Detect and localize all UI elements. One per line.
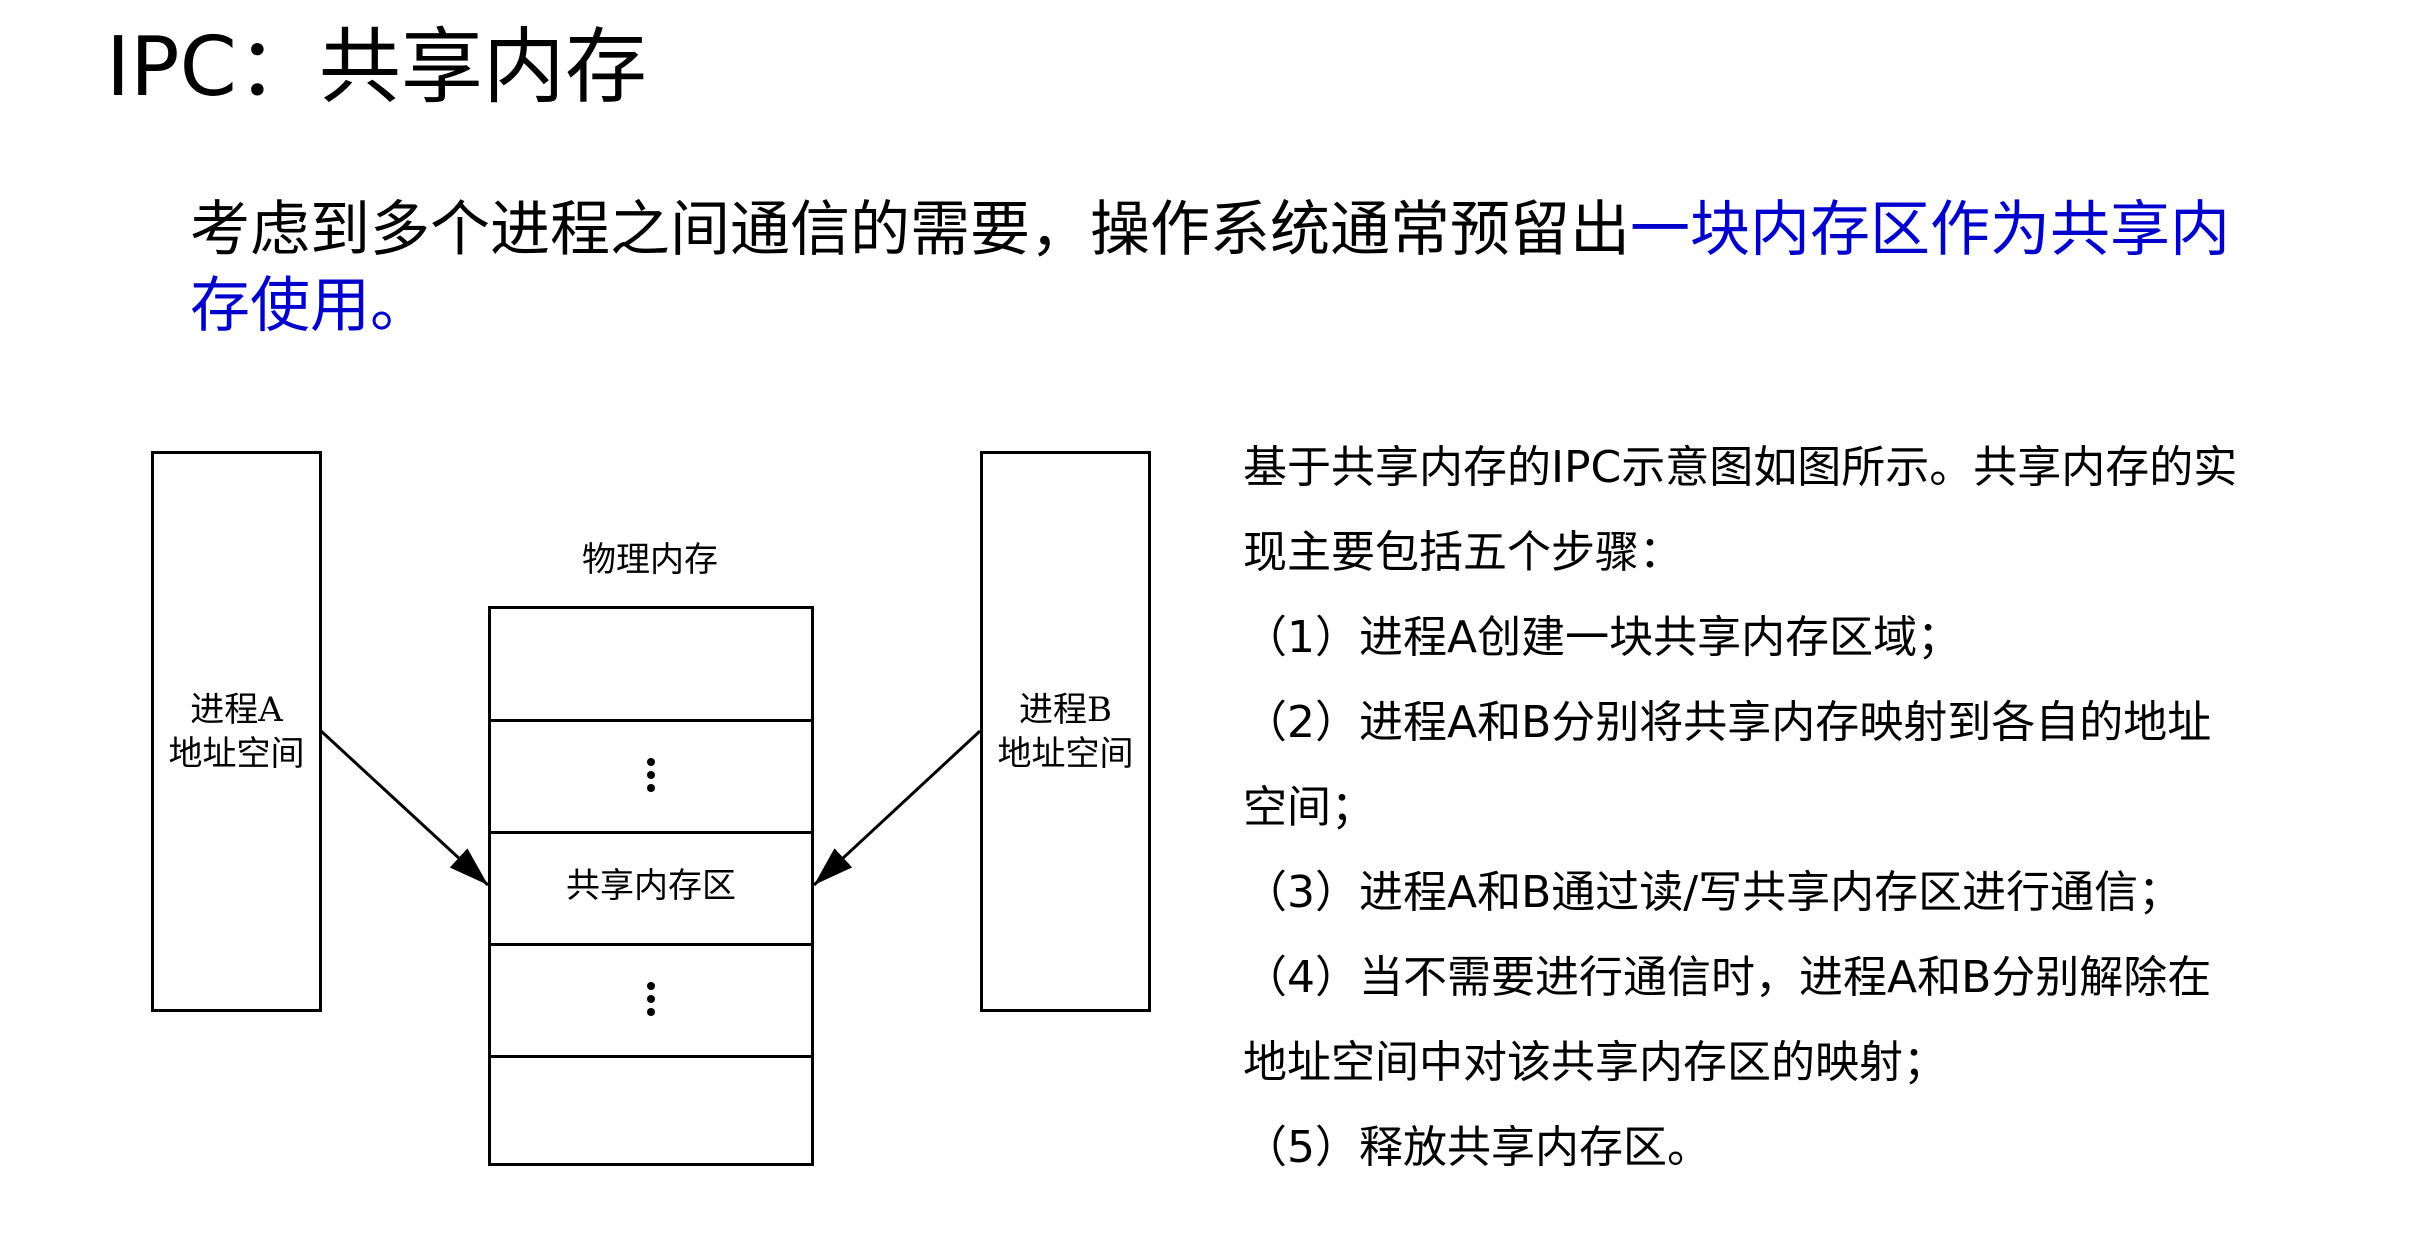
arrow-b-to-shared-icon	[812, 729, 982, 887]
process-a-label-line2: 地址空间	[168, 734, 305, 774]
description-line-1: 基于共享内存的IPC示意图如图所示。共享内存的实	[1243, 442, 2238, 493]
process-b-label-line2: 地址空间	[997, 734, 1134, 774]
ellipsis-icon	[647, 982, 655, 1021]
step-3: （3）进程A和B通过读/写共享内存区进行通信；	[1243, 867, 2183, 918]
physical-memory-column: 共享内存区	[488, 606, 814, 1166]
process-a-address-space: 进程A 地址空间	[151, 451, 322, 1012]
intro-line-2: 存使用。	[190, 271, 430, 341]
step-1: （1）进程A创建一块共享内存区域；	[1243, 612, 1962, 663]
step-2: （2）进程A和B分别将共享内存映射到各自的地址	[1243, 697, 2212, 748]
description-line-2: 现主要包括五个步骤：	[1243, 527, 1683, 578]
slide-title: IPC：共享内存	[106, 20, 647, 115]
ellipsis-icon	[647, 758, 655, 797]
step-4: （4）当不需要进行通信时，进程A和B分别解除在	[1243, 952, 2212, 1003]
shared-memory-region: 共享内存区	[491, 831, 811, 943]
intro-line-1: 考虑到多个进程之间通信的需要，操作系统通常预留出一块内存区作为共享内	[190, 192, 2230, 268]
arrow-a-to-shared-icon	[319, 729, 490, 887]
intro-highlight: 一块内存区作为共享内	[1630, 195, 2230, 265]
memory-row-2	[491, 719, 811, 831]
process-a-label: 进程A 地址空间	[154, 688, 319, 776]
step-2-continued: 空间；	[1243, 782, 1375, 833]
memory-row-5	[491, 1055, 811, 1166]
process-a-label-line1: 进程A	[190, 690, 283, 730]
shared-memory-region-label: 共享内存区	[566, 866, 736, 906]
step-4-continued: 地址空间中对该共享内存区的映射；	[1243, 1037, 1947, 1088]
intro-text: 考虑到多个进程之间通信的需要，操作系统通常预留出	[190, 195, 1630, 265]
step-5: （5）释放共享内存区。	[1243, 1122, 1711, 1173]
process-b-address-space: 进程B 地址空间	[980, 451, 1151, 1012]
process-b-label: 进程B 地址空间	[983, 688, 1148, 776]
memory-row-4	[491, 943, 811, 1055]
process-b-label-line1: 进程B	[1019, 690, 1112, 730]
physical-memory-label: 物理内存	[582, 540, 718, 580]
